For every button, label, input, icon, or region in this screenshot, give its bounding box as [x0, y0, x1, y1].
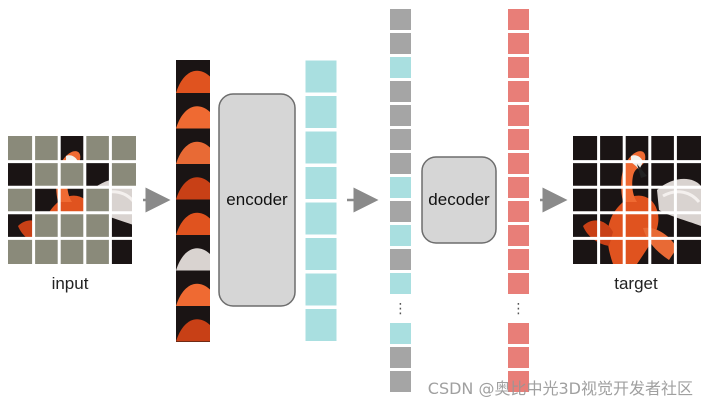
patch-content — [176, 177, 210, 200]
reconstructed-token — [508, 225, 529, 246]
watermark: CSDN @奥比中光3D视觉开发者社区 — [427, 379, 693, 398]
patch-content — [176, 70, 210, 93]
target-image-grid — [573, 136, 701, 264]
masked-patch — [84, 187, 111, 213]
masked-patch — [110, 161, 136, 188]
ellipsis: ⋮ — [394, 301, 408, 317]
mask-token — [390, 153, 411, 174]
decoder-output-tokens: ⋮ — [508, 9, 529, 392]
patch-content — [176, 212, 210, 235]
encoded-token — [304, 201, 338, 236]
encoded-token — [390, 273, 411, 294]
masked-patch — [33, 161, 60, 188]
decoder-label: decoder — [428, 190, 490, 209]
encoded-token — [304, 59, 338, 94]
masked-patch — [59, 161, 85, 188]
mask-token — [390, 201, 411, 222]
reconstructed-token — [508, 57, 529, 78]
masked-patch — [8, 238, 34, 264]
visible-patch-strip — [176, 60, 210, 342]
masked-patch — [33, 136, 60, 162]
encoded-token — [304, 166, 338, 200]
patch-content — [176, 248, 210, 271]
reconstructed-token — [508, 81, 529, 102]
mask-token — [390, 249, 411, 270]
reconstructed-token — [508, 371, 529, 392]
encoded-token — [304, 272, 338, 307]
mask-token — [390, 81, 411, 102]
encoded-token — [390, 225, 411, 246]
mask-token — [390, 347, 411, 368]
masked-patch — [59, 238, 85, 264]
reconstructed-token — [508, 129, 529, 150]
encoded-token — [390, 57, 411, 78]
mask-token — [390, 129, 411, 150]
reconstructed-token — [508, 153, 529, 174]
patch-content — [176, 283, 210, 306]
encoded-token — [304, 95, 338, 129]
reconstructed-token — [508, 33, 529, 54]
reconstructed-token — [508, 105, 529, 126]
encoded-token — [304, 130, 338, 165]
masked-patch — [84, 212, 111, 239]
encoder-block — [218, 93, 296, 307]
reconstructed-token — [508, 273, 529, 294]
patch-content — [176, 319, 210, 342]
reconstructed-token — [508, 201, 529, 222]
encoder-output-tokens — [304, 59, 338, 342]
masked-patch — [33, 212, 60, 239]
masked-patch — [59, 212, 85, 239]
reconstructed-token — [508, 347, 529, 368]
encoded-token — [304, 308, 338, 342]
encoded-token — [390, 323, 411, 344]
decoder-block — [421, 156, 497, 244]
reconstructed-token — [508, 177, 529, 198]
mask-token — [390, 33, 411, 54]
masked-patch — [8, 187, 34, 213]
encoder-label: encoder — [226, 190, 288, 209]
target-label: target — [614, 274, 658, 293]
masked-patch — [8, 136, 34, 162]
reconstructed-token — [508, 9, 529, 30]
patch-content — [176, 141, 210, 164]
masked-patch — [110, 136, 136, 162]
reconstructed-token — [508, 323, 529, 344]
encoded-token — [304, 237, 338, 271]
mask-token — [390, 105, 411, 126]
ellipsis: ⋮ — [512, 301, 526, 317]
patch-content — [176, 106, 210, 129]
masked-patch — [84, 136, 111, 162]
masked-patch — [84, 238, 111, 264]
encoded-token — [390, 177, 411, 198]
mask-token — [390, 371, 411, 392]
full-token-sequence: ⋮ — [390, 9, 411, 392]
input-label: input — [52, 274, 89, 293]
reconstructed-token — [508, 249, 529, 270]
mask-token — [390, 9, 411, 30]
input-patch-grid — [8, 136, 136, 264]
masked-patch — [33, 238, 60, 264]
